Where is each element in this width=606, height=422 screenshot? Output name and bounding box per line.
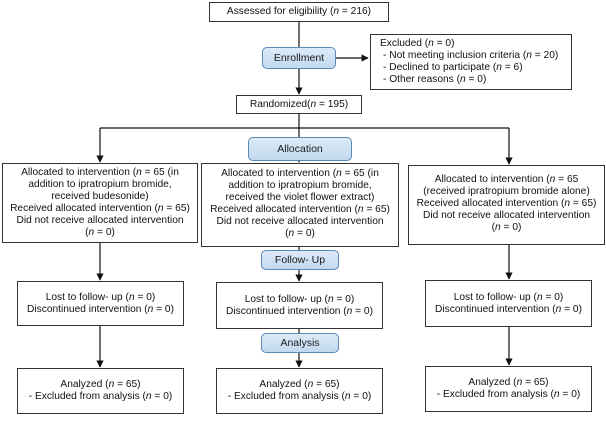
intervention-detail: addition to ipratropium bromide, <box>228 180 372 191</box>
allocated-line: Allocated to intervention (n = 65 (in <box>221 168 379 179</box>
intervention-detail: (received ipratropium bromide alone) <box>423 186 590 197</box>
not-received-line: Did not receive allocated intervention <box>216 216 384 227</box>
excluded-box: Excluded (n = 0) - Not meeting inclusion… <box>370 34 572 90</box>
analysis-stage-label: Analysis <box>261 333 339 353</box>
excluded-title: Excluded (n = 0) <box>380 38 455 49</box>
not-received-count: (n = 0) <box>491 222 522 233</box>
excluded-analysis-line: - Excluded from analysis (n = 0) <box>227 391 372 402</box>
lost-box-arm1: Lost to follow- up (n = 0) Discontinued … <box>17 281 184 326</box>
allocation-box-arm3: Allocated to intervention (n = 65 (recei… <box>408 165 605 245</box>
discontinued-line: Discontinued intervention (n = 0) <box>435 304 582 315</box>
not-received-line: Did not receive allocated intervention <box>422 210 591 221</box>
lost-box-arm3: Lost to follow- up (n = 0) Discontinued … <box>425 280 592 327</box>
randomized-box: Randomized(n = 195) <box>236 95 362 114</box>
not-received-count: (n = 0) <box>85 227 115 238</box>
assessed-box: Assessed for eligibility (n = 216) <box>209 2 389 22</box>
discontinued-line: Discontinued intervention (n = 0) <box>27 304 174 315</box>
received-line: Received allocated intervention (n = 65) <box>416 198 597 209</box>
analyzed-line: Analyzed (n = 65) <box>60 379 141 390</box>
analyzed-box-arm3: Analyzed (n = 65) - Excluded from analys… <box>425 366 592 412</box>
allocation-box-arm2: Allocated to intervention (n = 65 (in ad… <box>201 163 399 247</box>
allocation-stage-label: Allocation <box>248 137 352 161</box>
received-line: Received allocated intervention (n = 65) <box>210 204 390 215</box>
not-received-line: Did not receive allocated intervention <box>16 215 184 226</box>
analyzed-line: Analyzed (n = 65) <box>468 377 549 388</box>
analyzed-box-arm2: Analyzed (n = 65) - Excluded from analys… <box>216 368 383 414</box>
excluded-reason: - Not meeting inclusion criteria (n = 20… <box>383 50 559 61</box>
discontinued-line: Discontinued intervention (n = 0) <box>226 306 373 317</box>
lost-line: Lost to follow- up (n = 0) <box>453 292 564 303</box>
allocation-box-arm1: Allocated to intervention (n = 65 (in ad… <box>2 163 198 243</box>
received-line: Received allocated intervention (n = 65) <box>10 203 190 214</box>
analyzed-box-arm1: Analyzed (n = 65) - Excluded from analys… <box>17 368 184 414</box>
followup-stage-label: Follow- Up <box>261 250 339 270</box>
randomized-text: Randomized(n = 195) <box>249 99 349 110</box>
allocated-line: Allocated to intervention (n = 65 (in <box>21 167 179 178</box>
lost-line: Lost to follow- up (n = 0) <box>244 294 355 305</box>
intervention-detail: received budesonide) <box>51 191 149 202</box>
excluded-reason: - Other reasons (n = 0) <box>383 74 487 85</box>
assessed-text: Assessed for eligibility (n = 216) <box>226 6 372 17</box>
enrollment-stage-label: Enrollment <box>262 47 336 69</box>
analyzed-line: Analyzed (n = 65) <box>259 379 340 390</box>
intervention-detail: received the violet flower extract) <box>225 192 375 203</box>
excluded-analysis-line: - Excluded from analysis (n = 0) <box>28 391 173 402</box>
excluded-analysis-line: - Excluded from analysis (n = 0) <box>436 389 581 400</box>
allocated-line: Allocated to intervention (n = 65 <box>434 174 579 185</box>
lost-box-arm2: Lost to follow- up (n = 0) Discontinued … <box>216 282 383 329</box>
intervention-detail: addition to ipratropium bromide, <box>28 179 172 190</box>
not-received-count: (n = 0) <box>285 228 315 239</box>
excluded-reason: - Declined to participate (n = 6) <box>383 62 523 73</box>
lost-line: Lost to follow- up (n = 0) <box>45 292 156 303</box>
